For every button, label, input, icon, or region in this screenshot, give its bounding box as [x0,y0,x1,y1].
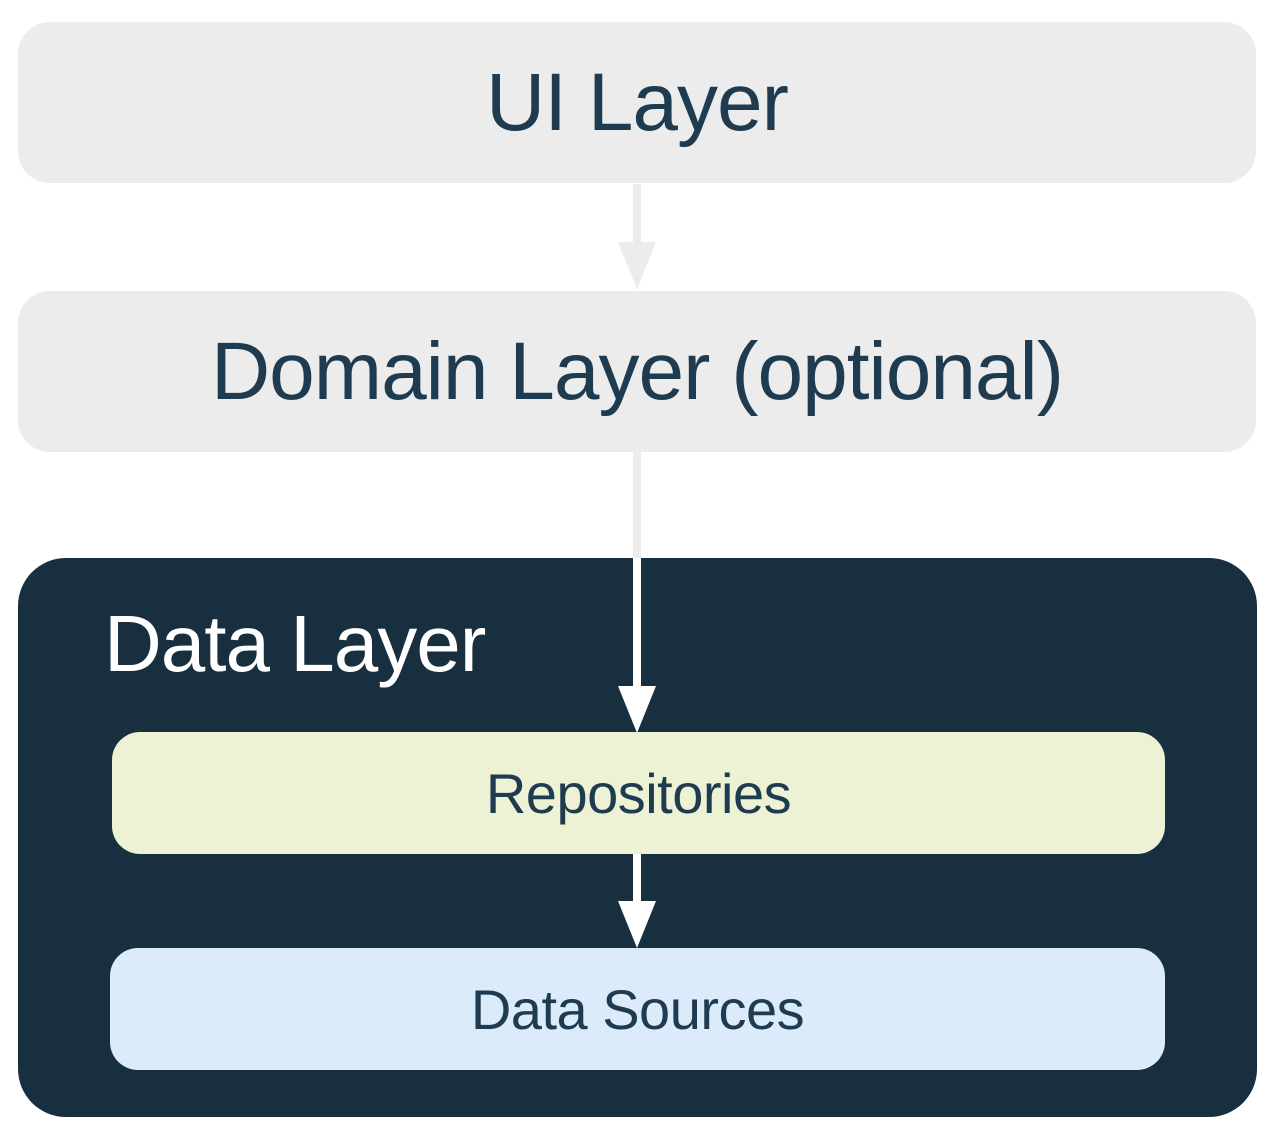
arrow-down-ui-to-domain-icon [618,184,656,289]
arrow-down-repositories-to-datasources-icon [618,854,656,948]
data-sources-box: Data Sources [110,948,1165,1070]
ui-layer-box: UI Layer [18,22,1256,183]
arrow-down-domain-to-repositories-icon [618,452,656,733]
repositories-label: Repositories [485,761,792,825]
domain-layer-box: Domain Layer (optional) [18,291,1256,452]
repositories-box: Repositories [112,732,1165,854]
data-sources-label: Data Sources [470,977,805,1041]
data-layer-label: Data Layer [104,599,486,688]
ui-layer-label: UI Layer [486,56,789,148]
domain-layer-label: Domain Layer (optional) [210,325,1064,417]
